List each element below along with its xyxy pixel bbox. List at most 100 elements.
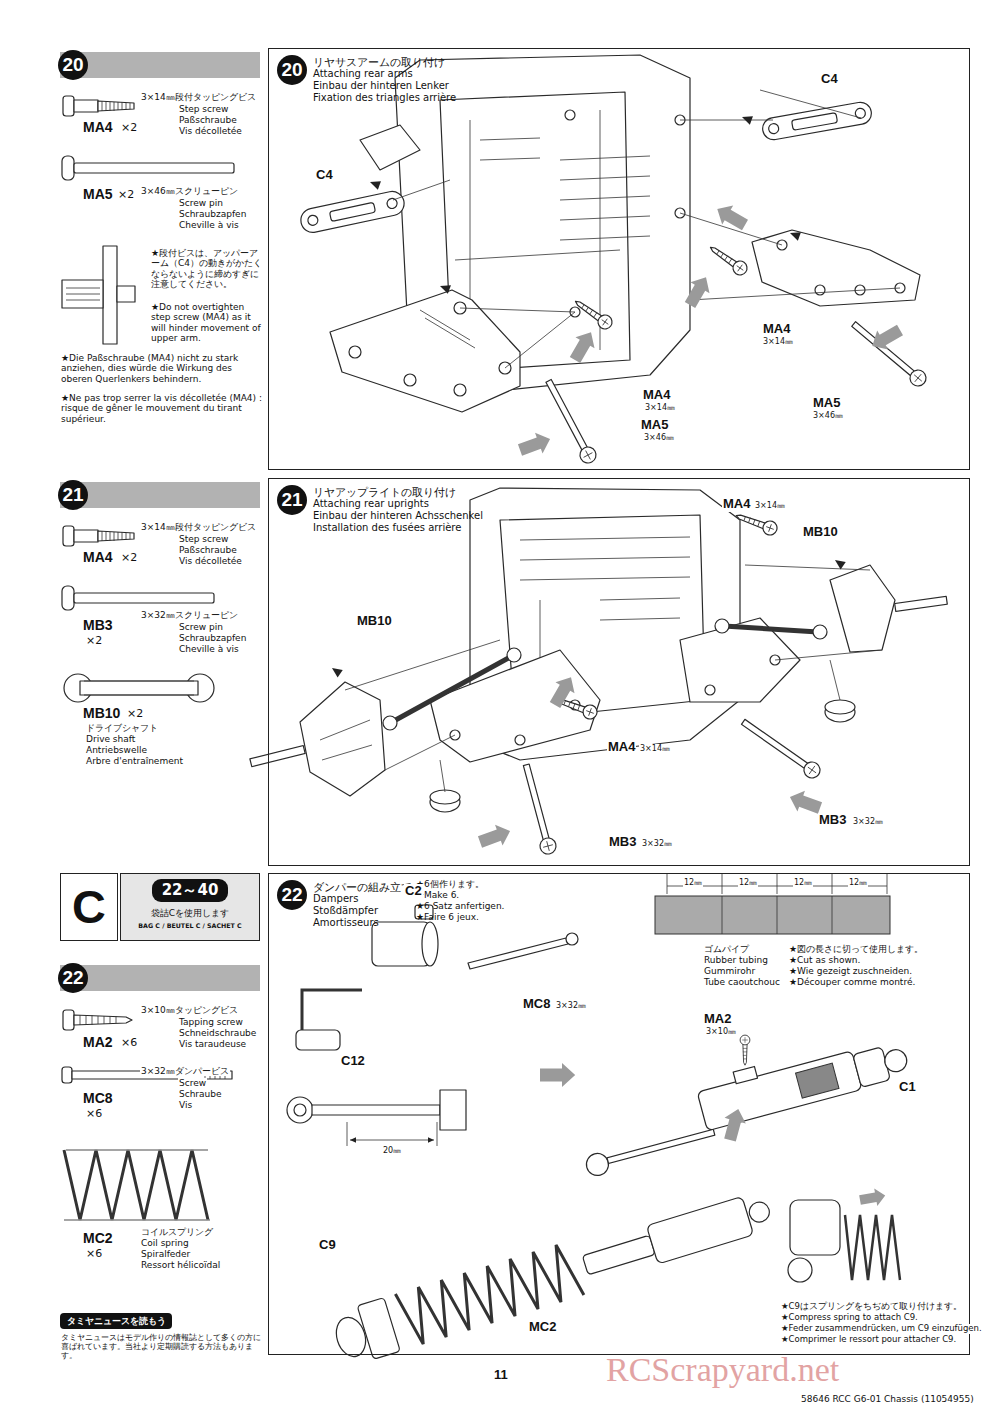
drawing-part: [476, 821, 514, 853]
step-title: ダンパーの組み立てDampersStoßdämpferAmortisseurs: [313, 881, 412, 929]
drawing-part: [734, 509, 779, 537]
drawing-part: [667, 874, 887, 934]
drawing-part: [250, 746, 305, 767]
note-line: ★Faire 6 jeux.: [416, 912, 504, 923]
part-text: Drive shaft: [85, 734, 136, 744]
step-number: 21: [58, 480, 88, 510]
title-line: Attaching rear arms: [313, 68, 456, 80]
part-code: MA4: [722, 497, 751, 512]
part-text: 3×14㎜段付タッピングビス: [140, 522, 257, 532]
part-text: ×2: [126, 708, 144, 721]
drawing-part: [761, 101, 873, 142]
drawing-part: [329, 1182, 777, 1367]
drawing-part: [832, 556, 845, 569]
part-text: ★Compress spring to attach C9.: [780, 1313, 919, 1323]
part-text: 3×14㎜: [762, 337, 794, 346]
drawing-part: [63, 96, 134, 116]
part-code: MA4: [762, 322, 791, 337]
drawing-part: [430, 790, 460, 804]
drawing-part: [790, 1200, 840, 1255]
drawing-part: [740, 1035, 750, 1065]
drawing-part: [813, 625, 827, 639]
step-title: リヤアップライトの取り付けAttaching rear uprightsEinb…: [313, 486, 483, 534]
part-text: タミヤニュースはモデル作りの情報誌として多くの方に喜ばれています。当社より定期購…: [60, 1333, 262, 1361]
drawing-part: [80, 1015, 116, 1025]
part-text: コイルスプリング: [140, 1227, 214, 1237]
title-line: Fixation des triangles arrière: [313, 92, 456, 104]
drawing-part: [796, 1063, 839, 1098]
part-text: 20㎜: [382, 1146, 402, 1155]
part-code: MC8: [82, 1090, 114, 1106]
part-code: MA2: [82, 1034, 114, 1050]
drawing-part: [680, 272, 715, 311]
part-text: 3×14㎜: [644, 403, 676, 412]
drawing-part: [420, 310, 475, 348]
drawing-part: [573, 1028, 915, 1178]
drawing-part: [584, 1151, 611, 1178]
drawing-part: [747, 1200, 772, 1225]
part-text: Coil spring: [140, 1238, 190, 1248]
part-code: MA4: [607, 740, 636, 755]
drawing-part: [80, 681, 198, 695]
drawing-part: [571, 296, 614, 332]
drawing-part: [312, 1105, 440, 1115]
drawing-part: [62, 280, 103, 308]
drawing-part: [788, 229, 800, 241]
part-code: MB3: [82, 617, 114, 633]
drawing-part: [84, 681, 194, 695]
part-text: Spiralfeder: [140, 1249, 191, 1259]
drawing-part: [347, 1122, 437, 1146]
drawing-part: [428, 1137, 434, 1142]
step-bag: 22～40袋詰Cを使用しますBAG C / BEUTEL C / SACHET …: [120, 873, 260, 941]
step-number: 21: [277, 485, 307, 515]
part-code: MA5: [812, 396, 841, 411]
part-text: ×2: [120, 122, 138, 135]
drawing-part: [404, 374, 416, 386]
part-text: Screw pin: [178, 198, 224, 208]
part-text: Gummirohr: [703, 966, 756, 976]
title-line: Amortisseurs: [313, 917, 412, 929]
step-note: ★6個作ります。★Make 6.★6 Satz anfertigen.★Fair…: [416, 879, 504, 923]
drawing-part: [712, 199, 751, 234]
step-range: 22～40: [152, 879, 229, 902]
drawing-part: [706, 242, 749, 278]
part-code: MC2: [528, 1320, 557, 1335]
drawing-part: [440, 1090, 466, 1130]
part-text: 12㎜: [848, 878, 868, 887]
drawing-part: [768, 123, 780, 135]
title-line: ダンパーの組み立て: [313, 881, 412, 893]
note-line: ★Make 6.: [416, 890, 504, 901]
part-text: Cheville à vis: [178, 220, 240, 230]
part-code: MB3: [818, 813, 847, 828]
part-text: ★Die Paßschraube (MA4) nicht zu stark an…: [60, 353, 267, 384]
part-code: C9: [318, 1238, 337, 1253]
part-code: MA4: [82, 549, 114, 565]
drawing-part: [882, 1047, 909, 1074]
drawing-part: [540, 1063, 575, 1087]
note-line: ★6 Satz anfertigen.: [416, 901, 504, 912]
part-text: 3×14㎜: [639, 744, 671, 753]
drawing-part: [519, 763, 558, 856]
title-line: リヤアップライトの取り付け: [313, 486, 483, 498]
title-line: Stoßdämpfer: [313, 905, 412, 917]
part-code: MB10: [82, 705, 121, 721]
rear-upright-illustration: [250, 488, 947, 856]
part-text: 3×32㎜スクリューピン: [140, 610, 239, 620]
drawing-part: [299, 189, 407, 234]
drawing-part: [454, 384, 466, 396]
step-news: タミヤニュースを読もう: [60, 1313, 172, 1329]
rear-arm-illustration: [299, 55, 930, 466]
drawing-part: [858, 1187, 886, 1209]
drawing-part: [74, 593, 214, 603]
drawing-part: [392, 626, 818, 722]
drawing-part: [372, 922, 430, 966]
drawing-part: [383, 716, 397, 730]
drawing-part: [345, 565, 882, 792]
drawing-part: [566, 933, 578, 945]
title-line: Einbau der hinteren Lenker: [313, 80, 456, 92]
drawing-part: [395, 1241, 584, 1347]
drawing-part: [62, 1067, 72, 1083]
part-text: Paßschraube: [178, 545, 238, 555]
part-text: 3×14㎜: [754, 501, 786, 510]
drawing-part: [393, 90, 900, 368]
